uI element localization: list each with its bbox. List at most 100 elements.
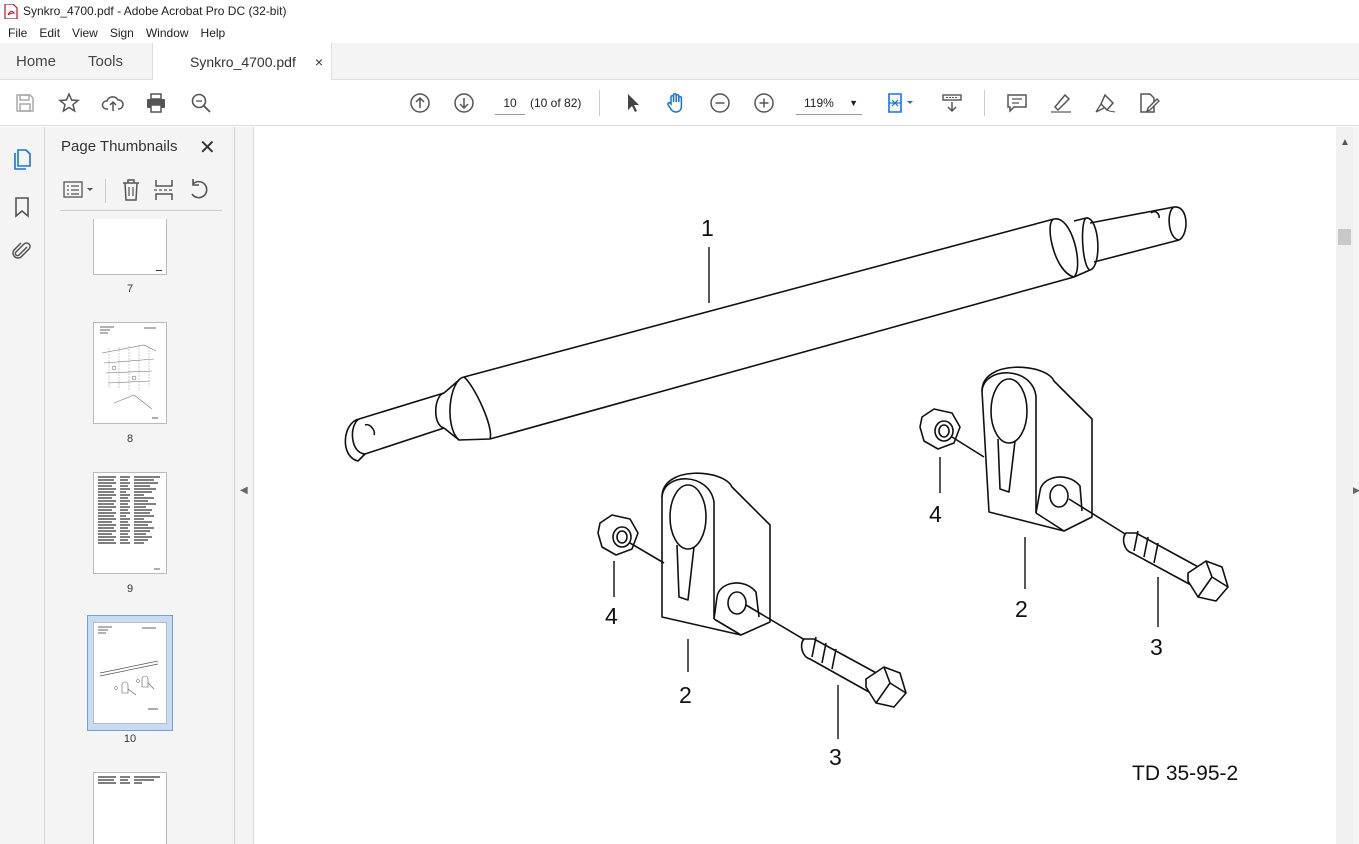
- collapse-panel-icon[interactable]: ◀: [240, 485, 248, 496]
- hand-tool-button[interactable]: [663, 90, 689, 116]
- scroll-mode-button[interactable]: [939, 90, 965, 116]
- attachments-icon[interactable]: [10, 239, 34, 263]
- acrobat-pdf-icon: [4, 3, 18, 19]
- panel-toolbar: [60, 171, 222, 211]
- menu-view[interactable]: View: [72, 25, 98, 40]
- chevron-down-icon: ▼: [849, 98, 858, 108]
- cloud-upload-icon: [101, 96, 124, 111]
- close-tab-icon[interactable]: ×: [314, 54, 323, 70]
- main-toolbar: 10 (10 of 82) 119% ▼: [0, 80, 1359, 126]
- bookmarks-icon[interactable]: [10, 195, 34, 219]
- panel-collapse-strip[interactable]: ◀: [235, 127, 254, 844]
- hand-icon: [667, 93, 683, 113]
- save-button[interactable]: [12, 90, 38, 116]
- upload-button[interactable]: [100, 90, 126, 116]
- thumbnail-label: 9: [126, 583, 134, 595]
- expand-right-panel-icon[interactable]: ▶: [1353, 485, 1359, 495]
- comment-button[interactable]: [1004, 90, 1030, 116]
- title-bar: Synkro_4700.pdf - Adobe Acrobat Pro DC (…: [0, 0, 1359, 22]
- part-label: 3: [829, 744, 842, 770]
- panel-title: Page Thumbnails: [61, 138, 178, 155]
- menu-edit[interactable]: Edit: [39, 25, 61, 40]
- thumbnail-list[interactable]: 7 8 9: [60, 219, 213, 844]
- delete-page-icon[interactable]: [120, 178, 142, 202]
- options-menu-icon[interactable]: [62, 179, 96, 201]
- document-scrollbar[interactable]: ▲: [1336, 127, 1353, 844]
- previous-page-button[interactable]: [407, 90, 433, 116]
- menu-window[interactable]: Window: [145, 25, 189, 40]
- scroll-up-arrow-icon[interactable]: ▲: [1340, 137, 1350, 148]
- comment-icon: [1007, 94, 1027, 113]
- tab-document-label: Synkro_4700.pdf: [190, 54, 296, 70]
- zoom-in-icon: [754, 93, 774, 113]
- thumbnail-page-8[interactable]: [93, 322, 167, 424]
- part-label: 3: [1150, 634, 1163, 660]
- highlighter-icon: [1051, 93, 1071, 113]
- tab-bar: Home Tools Synkro_4700.pdf ×: [0, 43, 1359, 81]
- select-tool-button[interactable]: [619, 90, 645, 116]
- part-label: 4: [929, 501, 942, 527]
- scroll-down-icon: [942, 94, 962, 113]
- zoom-in-button[interactable]: [751, 90, 777, 116]
- print-button[interactable]: [143, 90, 169, 116]
- toolbar-divider: [984, 90, 985, 116]
- thumbnail-label: 7: [126, 283, 134, 295]
- thumbnail-label: 10: [123, 733, 137, 745]
- thumbnail-table: [98, 776, 160, 784]
- left-navigation-rail: [0, 127, 45, 844]
- right-panel-strip[interactable]: ▶: [1353, 127, 1359, 844]
- thumbnail-page-7[interactable]: [93, 219, 167, 275]
- window-title: Synkro_4700.pdf - Adobe Acrobat Pro DC (…: [23, 4, 287, 18]
- drawing-code: TD 35-95-2: [1132, 762, 1239, 785]
- pen-sign-icon: [1095, 93, 1116, 113]
- edit-document-icon: [1140, 93, 1160, 113]
- next-page-button[interactable]: [451, 90, 477, 116]
- arrow-up-circle-icon: [410, 93, 430, 113]
- close-panel-icon[interactable]: ✕: [199, 137, 216, 159]
- thumbnail-drawing: [100, 326, 158, 419]
- bookmark-star-button[interactable]: [56, 90, 82, 116]
- thumbnail-table: [98, 476, 160, 570]
- search-icon: [191, 93, 211, 113]
- tab-tools[interactable]: Tools: [88, 53, 124, 70]
- panel-toolbar-divider: [105, 179, 106, 203]
- thumbnail-drawing: [98, 626, 159, 710]
- menu-sign[interactable]: Sign: [109, 25, 134, 40]
- zoom-out-icon: [710, 93, 730, 113]
- printer-icon: [147, 93, 165, 113]
- zoom-value: 119%: [804, 96, 834, 110]
- document-view[interactable]: 1 2 3 4 2 3 4 TD 35-95-2: [254, 127, 1336, 844]
- menu-file[interactable]: File: [8, 25, 28, 40]
- page-fit-icon: [888, 93, 913, 113]
- arrow-down-circle-icon: [454, 93, 474, 113]
- part-label: 4: [605, 603, 618, 629]
- exploded-parts-drawing: [344, 206, 1229, 739]
- cursor-arrow-icon: [628, 94, 639, 112]
- page-thumbnails-panel: Page Thumbnails ✕ 7 8: [45, 127, 274, 844]
- find-button[interactable]: [188, 90, 214, 116]
- thumbnail-page-9[interactable]: [93, 472, 167, 574]
- sign-button[interactable]: [1092, 90, 1118, 116]
- part-label: 1: [701, 215, 714, 241]
- zoom-out-button[interactable]: [707, 90, 733, 116]
- rotate-page-icon[interactable]: [187, 178, 211, 202]
- page-thumbnails-icon[interactable]: [10, 147, 34, 171]
- page-count: (10 of 82): [530, 96, 582, 110]
- star-icon: [58, 92, 80, 113]
- zoom-select[interactable]: 119% ▼: [796, 91, 862, 115]
- thumbnail-page-11[interactable]: [93, 772, 167, 844]
- tab-home[interactable]: Home: [16, 53, 57, 70]
- part-label: 2: [1015, 596, 1028, 622]
- page-number-input[interactable]: 10: [495, 91, 525, 115]
- insert-page-icon[interactable]: [153, 178, 175, 202]
- menu-help[interactable]: Help: [200, 25, 226, 40]
- edit-pdf-button[interactable]: [1136, 90, 1162, 116]
- thumbnail-page-10[interactable]: [93, 622, 167, 724]
- highlight-button[interactable]: [1048, 90, 1074, 116]
- part-label: 2: [679, 682, 692, 708]
- tab-document[interactable]: Synkro_4700.pdf ×: [152, 43, 332, 81]
- document-scroll-thumb[interactable]: [1338, 229, 1351, 245]
- toolbar-divider: [599, 90, 600, 116]
- page-display-button[interactable]: [882, 90, 918, 116]
- thumbnail-label: 8: [126, 433, 134, 445]
